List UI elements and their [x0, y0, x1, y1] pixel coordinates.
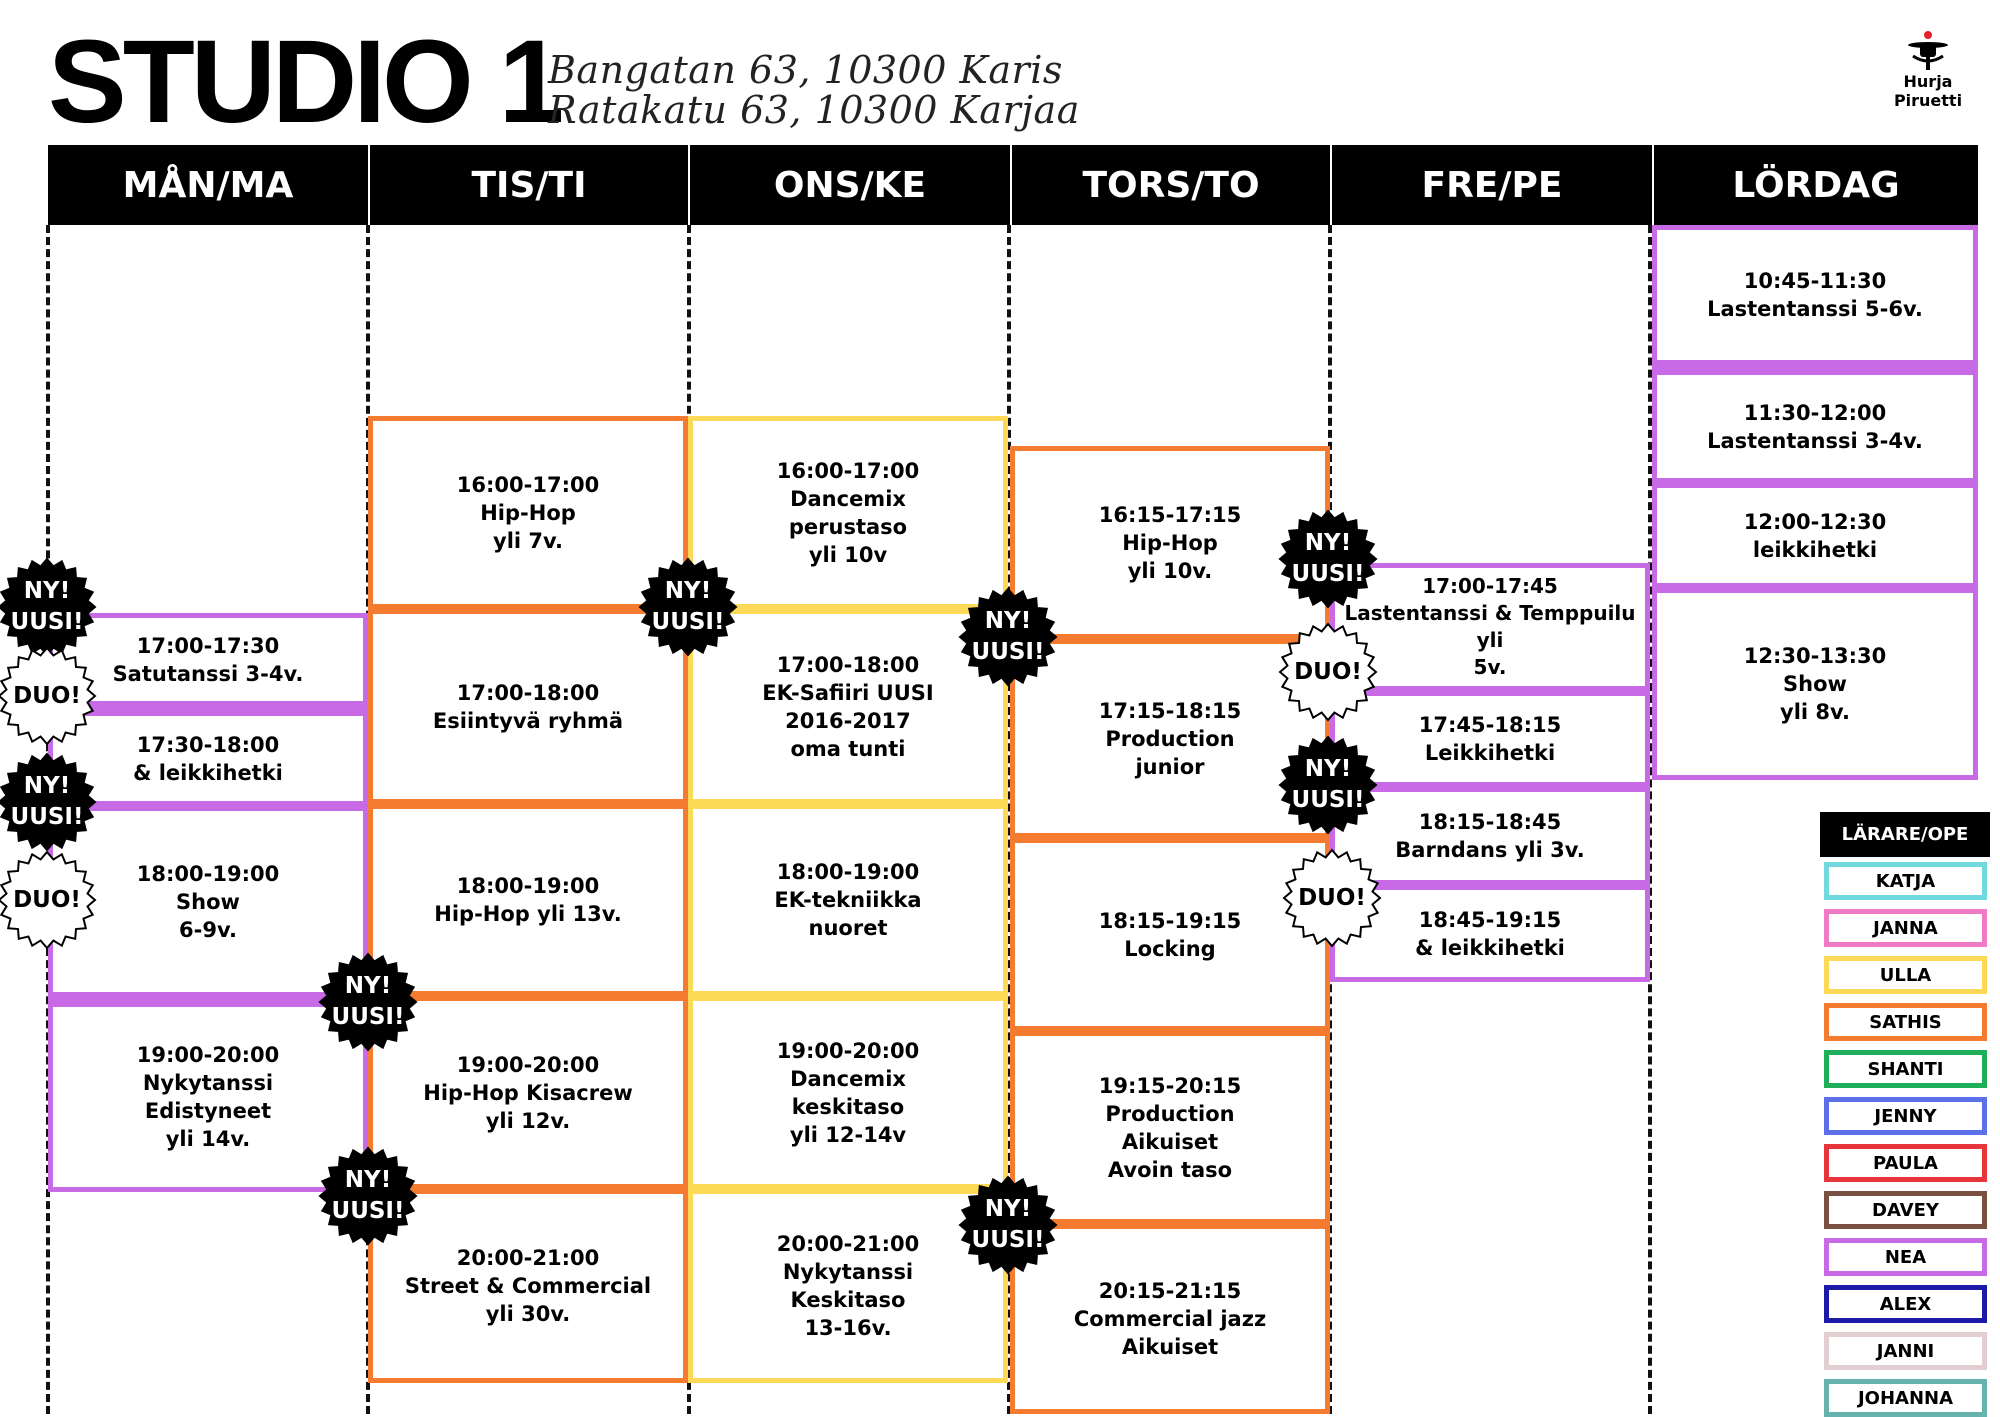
class-block-tuesday-hiphop-7: 16:00-17:00 Hip-Hop yli 7v.: [368, 416, 688, 609]
legend-teacher-alex: ALEX: [1824, 1285, 1987, 1323]
logo-text-hurja: Hurja: [1903, 72, 1953, 91]
class-block-saturday-leikkihetki: 12:00-12:30 leikkihetki: [1652, 478, 1978, 588]
badge-text: NY! UUSI!: [10, 578, 84, 635]
day-header-monday: MÅN/MA: [122, 164, 294, 206]
duo-class-badge: DUO!: [1278, 622, 1378, 722]
day-header-tuesday: TIS/TI: [471, 164, 587, 206]
class-block-saturday-lastentanssi-5-6: 10:45-11:30 Lastentanssi 5-6v.: [1652, 225, 1978, 365]
new-class-badge: NY! UUSI!: [0, 752, 97, 852]
badge-text: NY! UUSI!: [1291, 756, 1365, 813]
teacher-legend-title: LÄRARE/OPE: [1820, 812, 1990, 857]
class-block-wednesday-ek-tekniikka: 18:00-19:00 EK-tekniikka nuoret: [688, 799, 1008, 996]
legend-teacher-davey: DAVEY: [1824, 1191, 1987, 1229]
legend-teacher-johanna: JOHANNA: [1824, 1379, 1987, 1417]
class-block-friday-barndans: 18:15-18:45 Barndans yli 3v.: [1330, 782, 1650, 885]
badge-text: NY! UUSI!: [331, 1167, 405, 1224]
new-class-badge: NY! UUSI!: [1278, 735, 1378, 835]
header-divider: [1330, 145, 1332, 225]
duo-class-badge: DUO!: [0, 850, 97, 950]
day-header-saturday: LÖRDAG: [1732, 164, 1900, 206]
class-block-monday-show: 18:00-19:00 Show 6-9v.: [48, 801, 368, 997]
header-divider: [1010, 145, 1012, 225]
class-block-tuesday-esiintyva: 17:00-18:00 Esiintyvä ryhmä: [368, 604, 688, 804]
class-block-saturday-lastentanssi-3-4: 11:30-12:00 Lastentanssi 3-4v.: [1652, 365, 1978, 483]
class-block-thursday-hiphop: 16:15-17:15 Hip-Hop yli 10v.: [1010, 446, 1330, 639]
class-block-thursday-commercial-jazz: 20:15-21:15 Commercial jazz Aikuiset: [1010, 1219, 1330, 1414]
address-finnish: Ratakatu 63, 10300 Karjaa: [548, 88, 1080, 132]
hurja-piruetti-logo: Hurja Piruetti: [1868, 30, 1988, 110]
class-block-wednesday-dancemix-keskitaso: 19:00-20:00 Dancemix keskitaso yli 12-14…: [688, 991, 1008, 1189]
day-header-wednesday: ONS/KE: [773, 164, 927, 206]
address-swedish: Bangatan 63, 10300 Karis: [548, 48, 1063, 92]
legend-teacher-katja: KATJA: [1824, 862, 1987, 900]
class-block-monday-leikkihetki: 17:30-18:00 & leikkihetki: [48, 706, 368, 806]
class-block-tuesday-kisacrew: 19:00-20:00 Hip-Hop Kisacrew yli 12v.: [368, 991, 688, 1189]
class-block-wednesday-nykytanssi: 20:00-21:00 Nykytanssi Keskitaso 13-16v.: [688, 1184, 1008, 1383]
new-class-badge: NY! UUSI!: [318, 1146, 418, 1246]
class-block-wednesday-dancemix-perustaso: 16:00-17:00 Dancemix perustaso yli 10v: [688, 416, 1008, 609]
legend-teacher-sathis: SATHIS: [1824, 1003, 1987, 1041]
dancer-logo-icon: [1908, 31, 1948, 70]
legend-teacher-ulla: ULLA: [1824, 956, 1987, 994]
legend-teacher-shanti: SHANTI: [1824, 1050, 1987, 1088]
class-block-thursday-production-aikuiset: 19:15-20:15 Production Aikuiset Avoin ta…: [1010, 1026, 1330, 1224]
class-block-saturday-show: 12:30-13:30 Show yli 8v.: [1652, 583, 1978, 780]
legend-teacher-paula: PAULA: [1824, 1144, 1987, 1182]
day-header-thursday: TORS/TO: [1082, 164, 1260, 206]
new-class-badge: NY! UUSI!: [0, 557, 97, 657]
header-divider: [688, 145, 690, 225]
duo-class-badge: DUO!: [0, 646, 97, 746]
day-header-friday: FRE/PE: [1421, 164, 1563, 206]
legend-teacher-nea: NEA: [1824, 1238, 1987, 1276]
class-block-friday-lastentanssi: 17:00-17:45 Lastentanssi & Temppuilu yli…: [1330, 563, 1650, 691]
header-divider: [368, 145, 370, 225]
badge-text: DUO!: [1298, 884, 1366, 911]
column-dashed-line: [1007, 225, 1011, 1414]
badge-text: DUO!: [1294, 658, 1362, 685]
new-class-badge: NY! UUSI!: [958, 1175, 1058, 1275]
badge-text: NY! UUSI!: [10, 773, 84, 830]
badge-text: NY! UUSI!: [971, 1196, 1045, 1253]
column-dashed-line: [1648, 225, 1652, 1414]
class-block-friday-leikkihetki-2: 18:45-19:15 & leikkihetki: [1330, 880, 1650, 982]
new-class-badge: NY! UUSI!: [958, 587, 1058, 687]
class-block-tuesday-street-commercial: 20:00-21:00 Street & Commercial yli 30v.: [368, 1184, 688, 1383]
badge-text: NY! UUSI!: [331, 973, 405, 1030]
badge-text: NY! UUSI!: [651, 578, 725, 635]
badge-text: DUO!: [13, 682, 81, 709]
legend-teacher-janni: JANNI: [1824, 1332, 1987, 1370]
badge-text: NY! UUSI!: [971, 608, 1045, 665]
badge-text: DUO!: [13, 886, 81, 913]
new-class-badge: NY! UUSI!: [318, 952, 418, 1052]
header-divider: [1652, 145, 1654, 225]
legend-teacher-jenny: JENNY: [1824, 1097, 1987, 1135]
new-class-badge: NY! UUSI!: [1278, 509, 1378, 609]
class-block-monday-satutanssi: 17:00-17:30 Satutanssi 3-4v.: [48, 613, 368, 706]
class-block-thursday-production-junior: 17:15-18:15 Production junior: [1010, 634, 1330, 838]
duo-class-badge: DUO!: [1282, 848, 1382, 948]
class-block-monday-nykytanssi: 19:00-20:00 Nykytanssi Edistyneet yli 14…: [48, 997, 368, 1192]
class-block-friday-leikkihetki: 17:45-18:15 Leikkihetki: [1330, 686, 1650, 787]
new-class-badge: NY! UUSI!: [638, 557, 738, 657]
studio-title: STUDIO 1: [48, 16, 564, 148]
badge-text: NY! UUSI!: [1291, 530, 1365, 587]
legend-teacher-janna: JANNA: [1824, 909, 1987, 947]
logo-text-piruetti: Piruetti: [1893, 91, 1963, 110]
